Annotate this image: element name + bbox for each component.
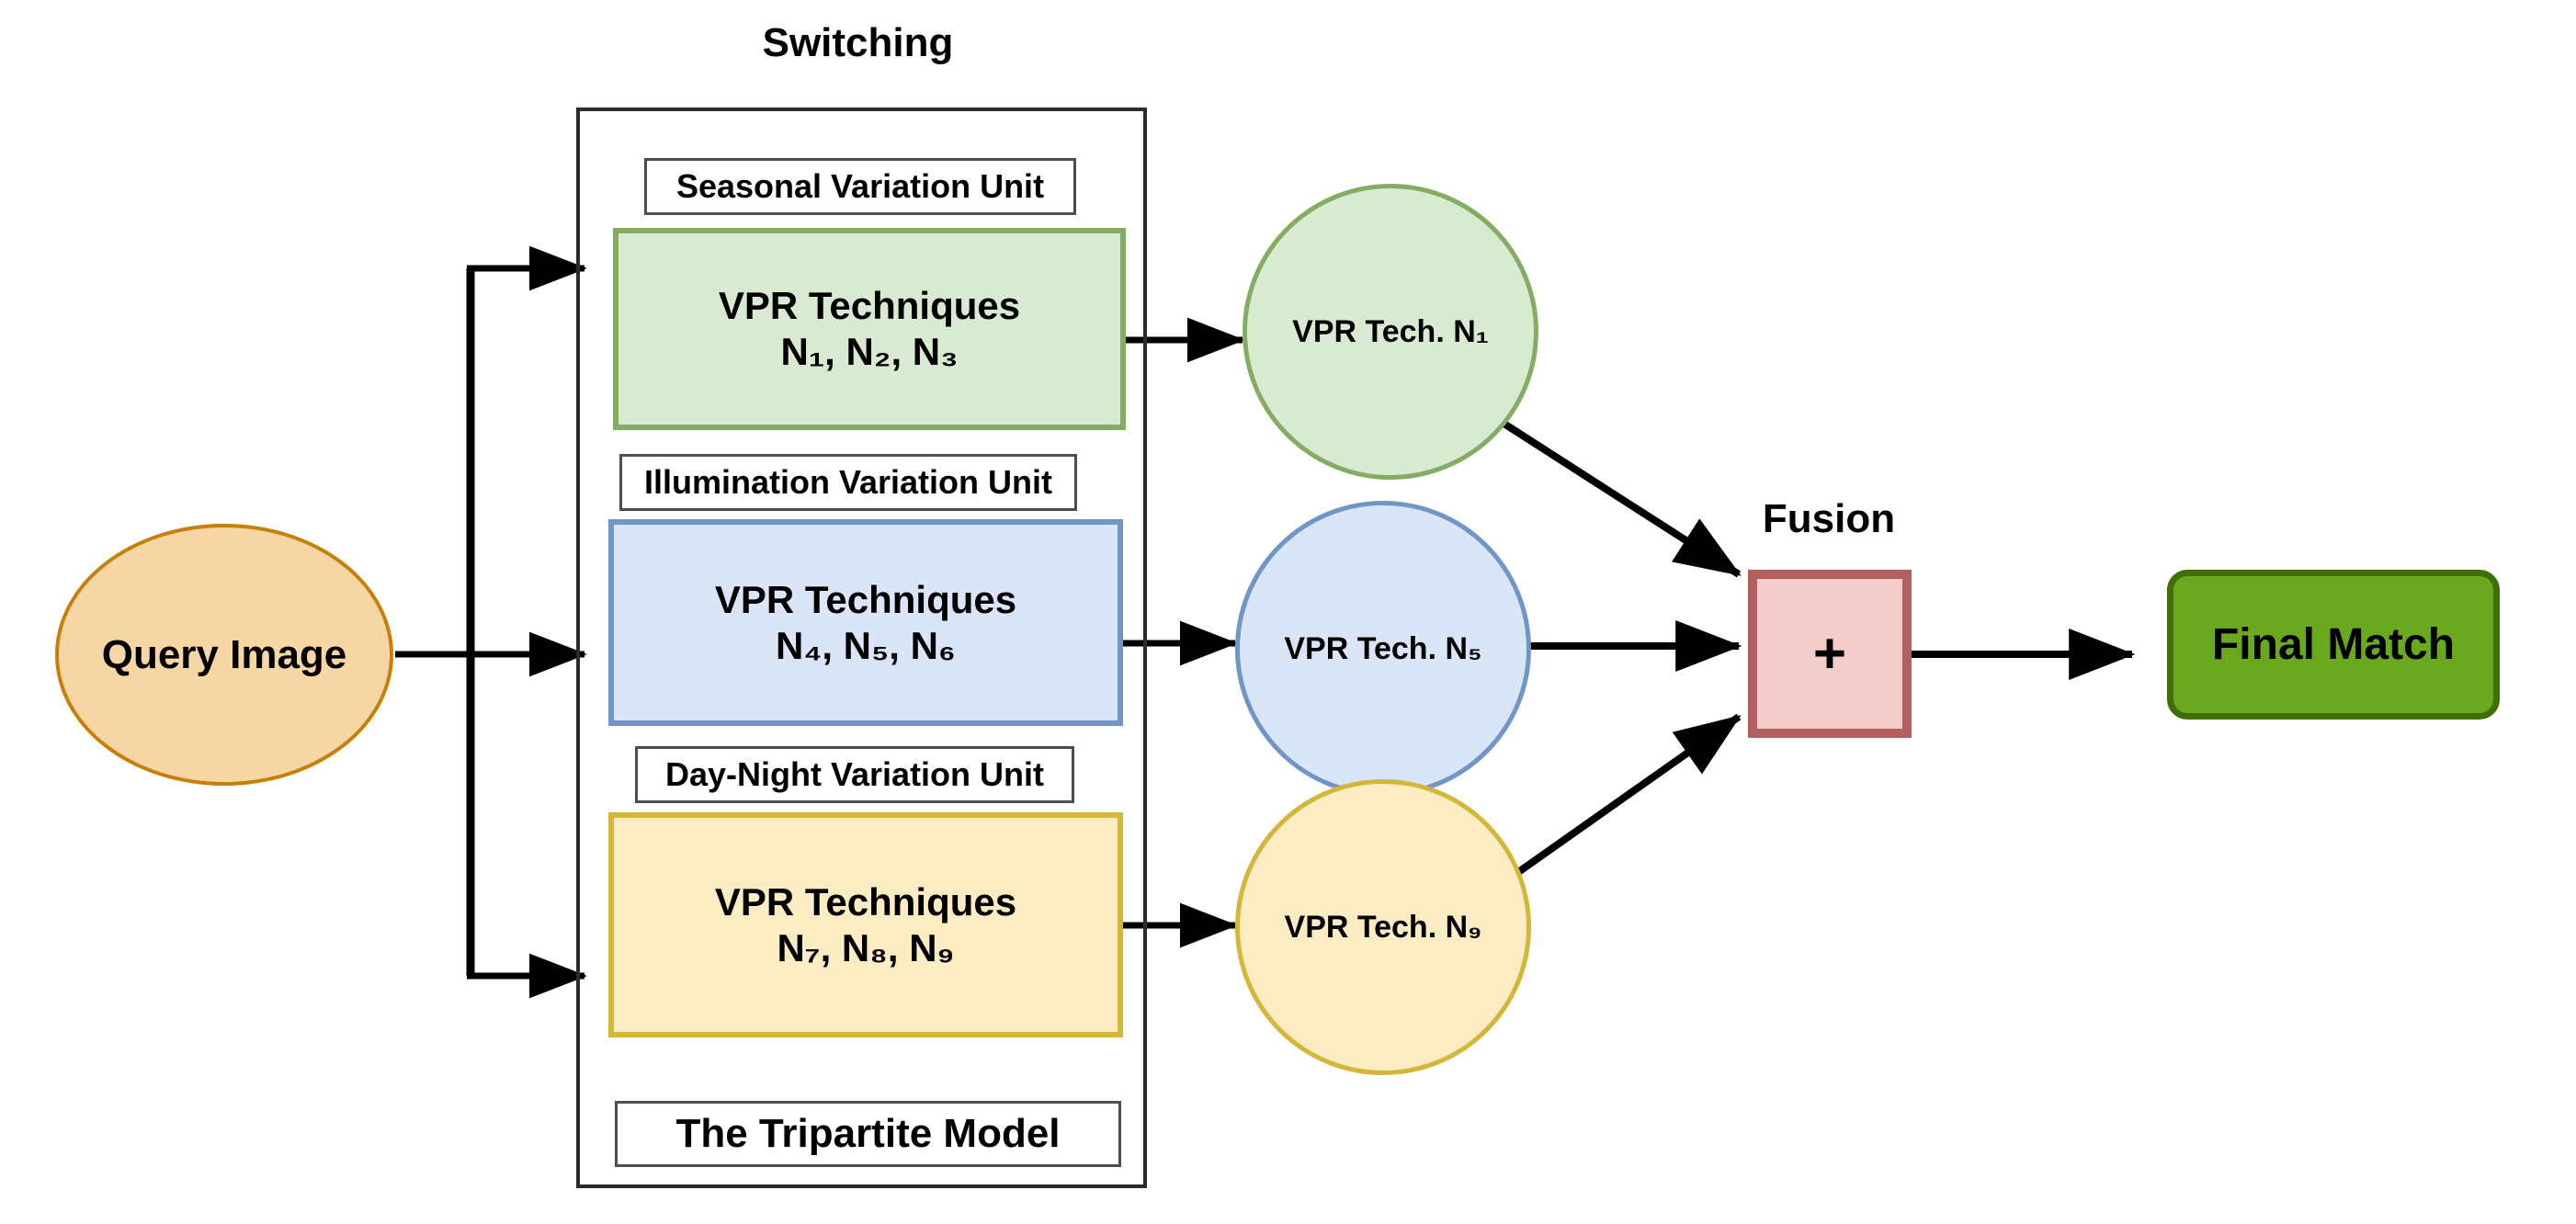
- connector-query-to-trunk: [395, 268, 475, 976]
- final-match-node[interactable]: Final Match: [2167, 570, 2500, 720]
- fusion-title: Fusion: [1762, 496, 1896, 541]
- switching-title: Switching: [762, 20, 954, 65]
- query-image-node[interactable]: Query Image: [55, 524, 393, 786]
- unit-label-seasonal: Seasonal Variation Unit: [644, 158, 1076, 215]
- tech-box-seasonal-title: VPR Techniques: [718, 284, 1021, 328]
- selected-circle-n1[interactable]: VPR Tech. N₁: [1243, 184, 1538, 480]
- connector-circle1-to-fusion: [1500, 419, 1742, 578]
- tech-box-illumination-items: N₄, N₅, N₆: [775, 623, 956, 667]
- tech-box-daynight-title: VPR Techniques: [714, 879, 1017, 924]
- tech-box-seasonal[interactable]: VPR Techniques N₁, N₂, N₃: [613, 228, 1126, 430]
- tech-box-daynight[interactable]: VPR Techniques N₇, N₈, N₉: [608, 812, 1123, 1037]
- tech-box-illumination[interactable]: VPR Techniques N₄, N₅, N₆: [608, 519, 1123, 726]
- tech-box-illumination-title: VPR Techniques: [714, 577, 1017, 621]
- tech-box-daynight-items: N₇, N₈, N₉: [777, 925, 955, 969]
- tech-box-seasonal-items: N₁, N₂, N₃: [780, 330, 959, 373]
- tripartite-model-container: [576, 108, 1147, 1188]
- selected-circle-n9[interactable]: VPR Tech. N₉: [1235, 779, 1531, 1075]
- unit-label-daynight: Day-Night Variation Unit: [635, 746, 1074, 803]
- tripartite-model-label: The Tripartite Model: [615, 1101, 1121, 1167]
- fusion-box[interactable]: +: [1748, 570, 1912, 738]
- connector-circle9-to-fusion: [1512, 713, 1742, 878]
- unit-label-illumination: Illumination Variation Unit: [619, 454, 1077, 511]
- selected-circle-n5[interactable]: VPR Tech. N₅: [1235, 501, 1531, 797]
